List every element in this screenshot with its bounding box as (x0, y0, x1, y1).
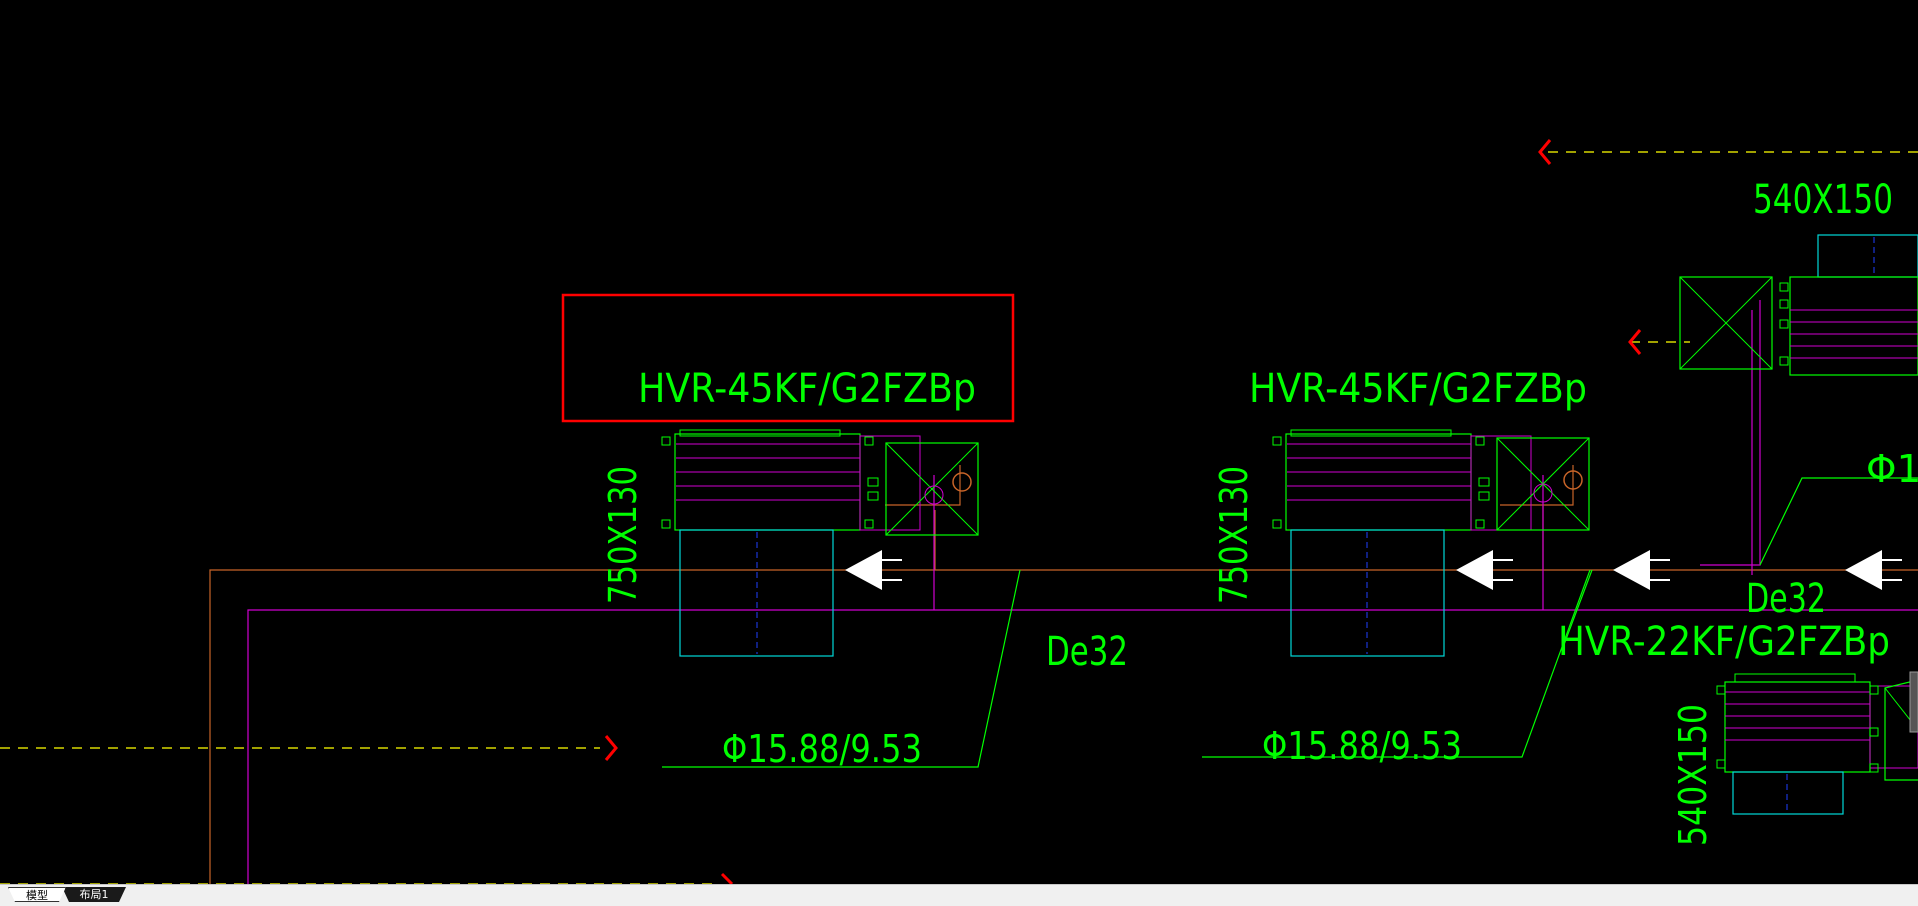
dashed-lines (0, 151, 1918, 884)
unit-label-1[interactable]: HVR-45KF/G2FZBp (638, 366, 976, 412)
indoor-unit-2[interactable] (1272, 429, 1590, 657)
duct-label-1[interactable]: 750X130 (601, 466, 645, 604)
leader-lines (662, 477, 1918, 768)
drain-label-1[interactable]: De32 (1046, 629, 1128, 675)
arrow-left-mid (1628, 329, 1642, 355)
flow-arrow-tails (882, 559, 1902, 581)
red-arrow-marks (604, 139, 1642, 884)
pipe-label-3[interactable]: Φ15 (1866, 447, 1918, 491)
flow-arrows (845, 550, 1882, 590)
indoor-unit-1[interactable] (661, 429, 979, 657)
duct-label-2[interactable]: 750X130 (1212, 466, 1256, 604)
unit-label-3[interactable]: HVR-22KF/G2FZBp (1558, 619, 1890, 665)
pipe-label-1[interactable]: Φ15.88/9.53 (722, 727, 922, 771)
drawing-canvas[interactable]: HVR-45KF/G2FZBp HVR-45KF/G2FZBp HVR-22KF… (0, 0, 1918, 884)
pipe-label-2[interactable]: Φ15.88/9.53 (1262, 724, 1462, 768)
tab-layout1[interactable]: 布局1 (62, 887, 126, 902)
unit-label-2[interactable]: HVR-45KF/G2FZBp (1249, 366, 1587, 412)
tab-model[interactable]: 模型 (8, 887, 66, 902)
arrow-left-top (1538, 139, 1552, 165)
selection-box[interactable] (561, 293, 1015, 423)
duct-label-3[interactable]: 540X150 (1753, 177, 1893, 223)
duct-label-4[interactable]: 540X150 (1671, 704, 1715, 846)
magenta-pipe (247, 300, 1918, 884)
arrow-right (604, 735, 618, 761)
layout-tab-bar: 布局1 模型 (0, 884, 1918, 906)
indoor-unit-bottom-right[interactable] (1716, 671, 1918, 815)
indoor-unit-top-right[interactable] (1679, 234, 1918, 376)
drain-label-2[interactable]: De32 (1746, 576, 1826, 622)
arrow-right-bottom (720, 872, 734, 884)
